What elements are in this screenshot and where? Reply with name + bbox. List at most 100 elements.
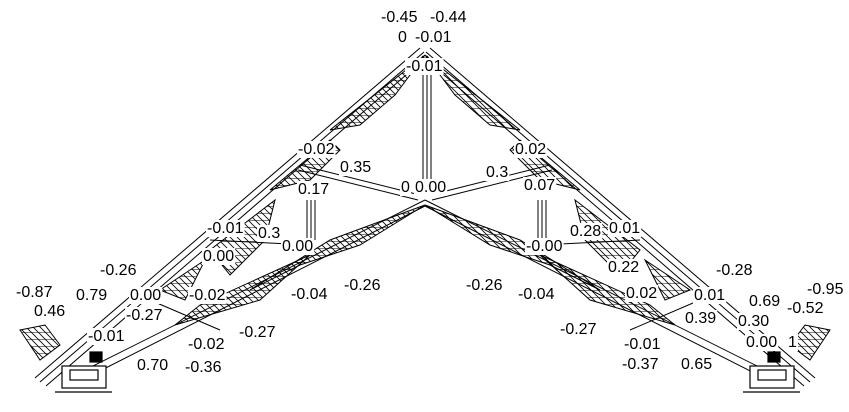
label-background [745,334,779,351]
label-background [125,307,164,324]
label-background [33,303,67,320]
label-background [559,321,598,338]
label-background [514,141,548,158]
label-mid-node-a: 0 [401,179,410,196]
label-background [414,29,453,46]
label-upper-right-chord: 0.02 [515,141,546,158]
label-background [188,287,227,304]
label-background [607,259,641,276]
label-background [405,58,444,75]
label-background [184,359,223,376]
label-left-end-b: 0.79 [76,287,107,304]
label-background [297,141,336,158]
label-right-support-b: 0.65 [681,356,712,373]
label-background [623,336,662,353]
label-background [15,284,54,301]
label-background [786,300,825,317]
label-left-end-e: 0.46 [34,303,65,320]
label-background [608,220,642,237]
label-background [737,313,771,330]
label-background [343,277,382,294]
label-right-outer-chord: -0.28 [716,262,753,279]
label-background [238,324,277,341]
moment-area-left-top [329,54,426,131]
left-support-block [89,351,103,363]
left-support-inner [69,369,99,381]
label-right-inner-b: 0.28 [570,223,601,240]
central-vertical [422,58,432,190]
label-background [485,164,510,181]
moment-area-right-top [424,54,521,131]
label-background [517,286,556,303]
label-background [187,336,226,353]
moment-area-right-bottom-2 [539,254,676,326]
label-right-end-c: 0.69 [749,293,780,310]
value-labels: -0.45 -0.44 0 -0.01 -0.01 -0.02 0.02 0.3… [15,9,845,376]
label-background [99,262,138,279]
label-background [523,177,557,194]
label-right-inner-a: -0.00 [526,238,563,255]
label-background [290,286,329,303]
truss-members [34,47,816,387]
label-right-end-i: -0.01 [624,336,661,353]
label-background [380,9,419,26]
label-bottom-right-chord-b: -0.04 [518,286,555,303]
left-support [55,351,112,393]
label-left-inner-c: 0.00 [203,248,234,265]
label-background [748,293,782,310]
label-right-end-f: 0.39 [685,310,716,327]
label-background [621,356,660,373]
label-background [569,223,603,240]
label-background [202,248,236,265]
left-web-vertical [306,200,316,240]
label-left-end-c: 0.00 [130,287,161,304]
label-background [715,262,754,279]
label-background [625,285,659,302]
label-left-support-b: -0.36 [185,359,222,376]
label-right-end-h: -0.27 [560,321,597,338]
label-background [414,179,448,196]
label-apex-third: -0.01 [406,58,443,75]
label-left-lower-chord: -0.01 [207,220,244,237]
label-left-support-a: 0.70 [137,357,168,374]
label-upper-left-chord: -0.02 [298,141,335,158]
label-right-end-j: 0.00 [746,334,777,351]
label-left-end-i: -0.27 [239,324,276,341]
label-apex-top-left: -0.45 [381,9,418,26]
label-background [525,238,564,255]
label-background [693,287,727,304]
label-background [136,357,170,374]
label-left-end-a: -0.87 [16,284,53,301]
label-background [429,9,468,26]
right-support [743,351,800,393]
label-background [257,225,282,242]
label-background [397,29,408,46]
label-left-inner-a: 0.3 [258,225,280,242]
label-mid-node-b: 0.00 [415,179,446,196]
label-apex-second-b: -0.01 [415,29,452,46]
moment-area-left-mid-2 [158,258,207,301]
label-left-end-h: -0.02 [188,336,225,353]
moment-area-right-mid-2 [643,258,692,301]
label-background [87,328,126,345]
label-right-end-d: -0.95 [807,281,844,298]
label-background [129,287,163,304]
label-apex-top-right: -0.44 [430,9,467,26]
label-apex-second-a: 0 [398,29,407,46]
moment-area-left-bottom-2 [174,254,311,326]
label-right-diag-top: 0.3 [486,164,508,181]
label-left-end-f: -0.27 [126,307,163,324]
label-background [684,310,718,327]
label-bottom-left-chord-b: -0.26 [344,277,381,294]
label-bottom-left-chord-a: -0.04 [291,286,328,303]
label-right-end-b: 0.01 [694,287,725,304]
label-right-end-g: 0.30 [738,313,769,330]
label-background [806,281,845,298]
label-left-end-d: -0.02 [189,287,226,304]
label-background [206,220,245,237]
right-support-inner [757,369,787,381]
label-left-outer-chord: -0.26 [100,262,137,279]
label-background [787,334,798,351]
label-background [281,238,315,255]
